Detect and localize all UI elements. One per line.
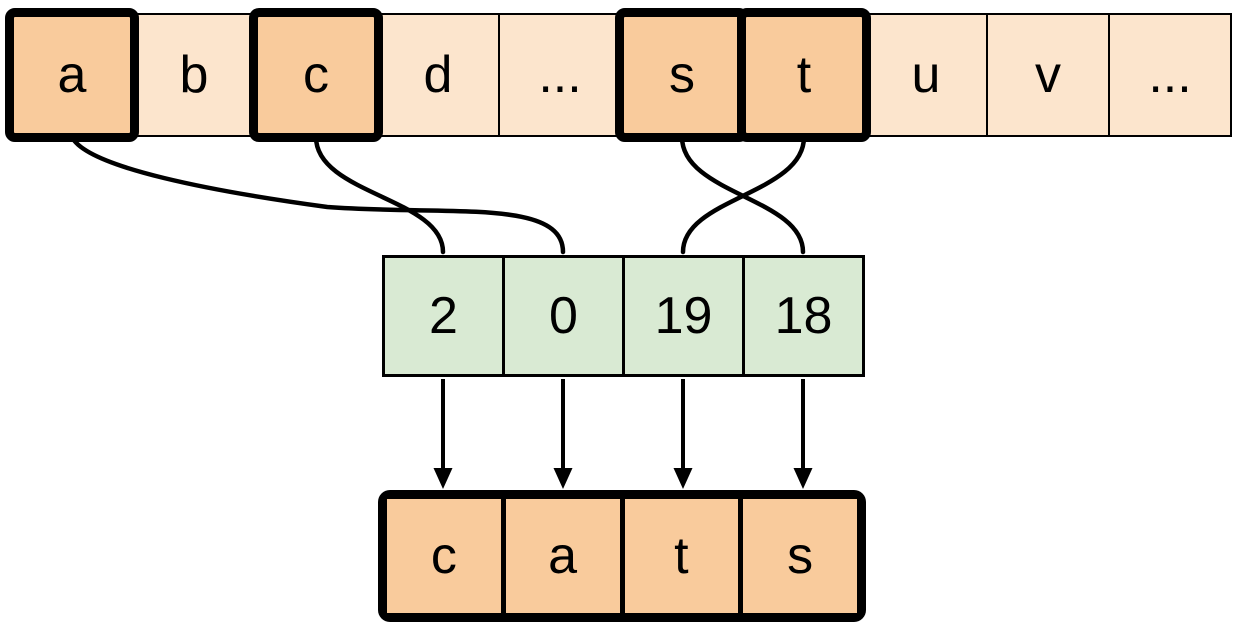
alphabet-cell-highlighted: c (249, 8, 383, 142)
connector-curve-c-to-2 (313, 134, 446, 255)
alphabet-cell-highlighted: s (615, 8, 749, 142)
arrowhead-icon (433, 468, 453, 489)
output-cell: c (387, 499, 501, 613)
alphabet-cell-label: a (57, 46, 87, 104)
arrow-18-to-s (793, 379, 813, 489)
output-cell: s (743, 499, 857, 613)
index-cell: 18 (742, 255, 865, 377)
alphabet-cell: u (864, 13, 988, 137)
output-cell-label: t (674, 527, 689, 585)
alphabet-cell-highlighted: a (5, 8, 139, 142)
alphabet-cell-label: ... (1148, 46, 1192, 104)
output-cell-label: c (430, 527, 457, 585)
output-cell-label: s (787, 527, 814, 585)
alphabet-cell-label: t (796, 46, 812, 104)
index-cell: 2 (382, 255, 505, 377)
output-cell: t (624, 499, 739, 613)
index-cell: 19 (622, 255, 745, 377)
connector-curve-a-to-0 (69, 134, 566, 255)
index-cell: 0 (502, 255, 625, 377)
arrow-19-to-t (673, 379, 693, 489)
index-cell-value: 18 (774, 287, 833, 345)
arrow-0-to-a (553, 379, 573, 489)
arrowhead-icon (553, 468, 573, 489)
alphabet-cell-label: u (911, 46, 941, 104)
index-cell-value: 2 (429, 287, 458, 345)
connector-curve-t-to-19 (680, 134, 807, 255)
alphabet-cell-label: ... (538, 46, 582, 104)
alphabet-cell-label: b (179, 46, 209, 104)
alphabet-cell: v (986, 13, 1110, 137)
connector-curve-s-to-18 (679, 134, 806, 255)
alphabet-cell: b (132, 13, 256, 137)
arrowhead-icon (793, 468, 813, 489)
alphabet-cell: d (376, 13, 500, 137)
alphabet-cell-label: v (1035, 46, 1061, 104)
alphabet-cell: ... (1108, 13, 1232, 137)
alphabet-cell: ... (498, 13, 622, 137)
index-cell-value: 19 (654, 287, 713, 345)
index-cell-value: 0 (549, 287, 578, 345)
arrowhead-icon (673, 468, 693, 489)
alphabet-cell-label: d (423, 46, 453, 104)
alphabet-cell-highlighted: t (737, 8, 871, 142)
alphabet-cell-label: s (669, 46, 695, 104)
arrow-2-to-c (433, 379, 453, 489)
output-cell: a (505, 499, 620, 613)
alphabet-cell-label: c (303, 46, 329, 104)
output-cell-label: a (548, 527, 578, 585)
